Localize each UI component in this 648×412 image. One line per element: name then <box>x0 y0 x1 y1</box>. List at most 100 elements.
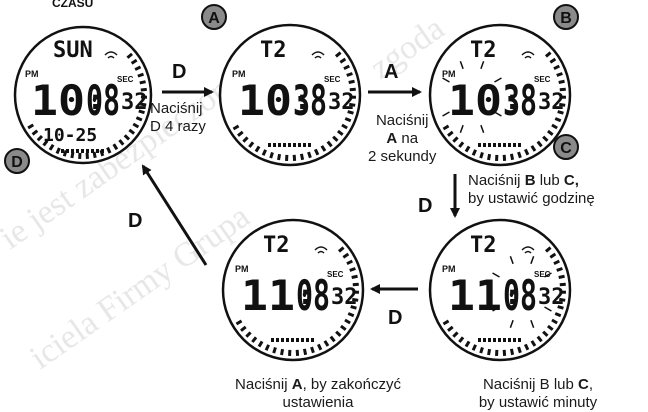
tick-mark <box>553 259 560 266</box>
watch-bezel <box>218 23 362 167</box>
tick-mark <box>128 128 136 135</box>
time-seconds: 32 <box>121 90 148 115</box>
time-minutes: 38 <box>293 76 327 125</box>
watch-top-segment: T2 <box>263 233 290 258</box>
arrow-label-d2: D <box>418 195 432 217</box>
time-hours: 10 <box>238 76 292 125</box>
tick-mark <box>479 151 484 159</box>
tick-mark <box>118 139 125 146</box>
tick-mark <box>332 135 339 142</box>
tick-mark <box>245 331 252 338</box>
pm-indicator: PM <box>25 69 39 79</box>
signal-icon <box>521 246 535 254</box>
tick-mark <box>134 65 142 71</box>
tick-mark <box>547 324 554 331</box>
flash-indicator <box>492 256 552 328</box>
tick-mark <box>559 282 566 287</box>
tick-mark <box>347 312 355 318</box>
time-seconds: 32 <box>538 90 565 115</box>
tick-mark <box>554 117 562 123</box>
tick-mark <box>347 110 354 115</box>
caption-3-key-b: B <box>524 172 536 189</box>
time-seconds: 32 <box>331 285 358 310</box>
arrow-label-d3: D <box>388 307 402 329</box>
caption-3-mid: lub <box>535 172 564 189</box>
tick-mark <box>320 145 327 152</box>
caption-2-line-2: A na <box>368 130 436 148</box>
tick-mark <box>106 146 112 154</box>
tick-mark <box>556 72 563 77</box>
watch-tick-ring <box>442 51 567 161</box>
caption-1-line-2: D 4 razy <box>150 118 206 135</box>
caption-3-line-1: Naciśnij B lub C, <box>468 172 595 190</box>
tick-mark <box>242 136 249 143</box>
tick-mark <box>112 143 119 151</box>
tick-mark <box>36 134 44 142</box>
time-colon: : <box>504 83 521 116</box>
caption-3-key-c: C, <box>563 172 579 189</box>
caption-4-line-1: Naciśnij A, by zakończyć <box>192 376 444 394</box>
time-colon: : <box>87 83 104 116</box>
tick-mark <box>352 282 359 287</box>
watch-top-segment: T2 <box>470 38 497 63</box>
caption-5-pre: Naciśnij B lub <box>482 376 579 393</box>
caption-4-post: , by zakończyć <box>302 376 401 393</box>
tick-mark <box>27 123 35 130</box>
tick-mark <box>352 297 359 302</box>
tick-mark <box>335 330 342 337</box>
tick-mark <box>307 151 312 159</box>
tick-mark <box>530 145 537 152</box>
tick-mark <box>452 331 459 338</box>
tick-mark <box>248 141 255 148</box>
tick-mark <box>557 305 564 310</box>
tick-mark <box>264 344 270 351</box>
time-minutes: 08 <box>296 271 330 320</box>
tick-mark <box>344 117 352 123</box>
tick-mark <box>55 147 61 155</box>
tick-mark <box>557 110 564 115</box>
tick-mark <box>135 116 143 122</box>
tick-mark <box>487 153 492 161</box>
caption-2-line-1: Naciśnij <box>375 112 429 129</box>
tick-mark <box>334 51 342 58</box>
tick-mark <box>471 344 477 351</box>
tick-mark <box>442 319 450 326</box>
tick-mark <box>277 153 282 161</box>
time-colon: : <box>294 83 311 116</box>
tick-mark <box>302 348 308 356</box>
badge-letter: A <box>208 10 220 27</box>
signal-icon <box>521 51 535 59</box>
tick-mark <box>551 123 558 130</box>
button-badge-d: D <box>4 148 30 174</box>
tick-mark <box>339 57 347 64</box>
tick-mark <box>130 58 138 65</box>
tick-mark <box>272 346 277 354</box>
tick-mark <box>523 343 530 351</box>
tick-mark <box>544 246 552 253</box>
tick-mark <box>232 124 240 131</box>
tick-mark <box>447 325 454 332</box>
tick-mark <box>139 80 146 85</box>
tick-mark <box>551 318 558 325</box>
watch-tick-ring <box>235 246 360 356</box>
time-hours: 10 <box>448 76 502 125</box>
tick-mark <box>556 267 563 272</box>
tick-mark <box>323 340 330 347</box>
caption-press-d-4-times: Naciśnij D 4 razy <box>150 100 206 136</box>
watch-bezel <box>428 218 572 362</box>
caption-5-line-1: Naciśnij B lub C, <box>448 376 628 394</box>
tick-mark <box>442 124 450 131</box>
time-minutes: 08 <box>86 76 120 125</box>
pm-indicator: PM <box>442 264 456 274</box>
tick-mark <box>343 64 350 71</box>
time-seconds: 32 <box>538 285 565 310</box>
tick-mark <box>553 64 560 71</box>
tick-mark <box>92 151 97 159</box>
pm-indicator: PM <box>232 69 246 79</box>
badge-letter: B <box>560 10 572 27</box>
caption-set-hour: Naciśnij B lub C, by ustawić godzinę <box>468 172 595 208</box>
tick-mark <box>349 267 356 272</box>
